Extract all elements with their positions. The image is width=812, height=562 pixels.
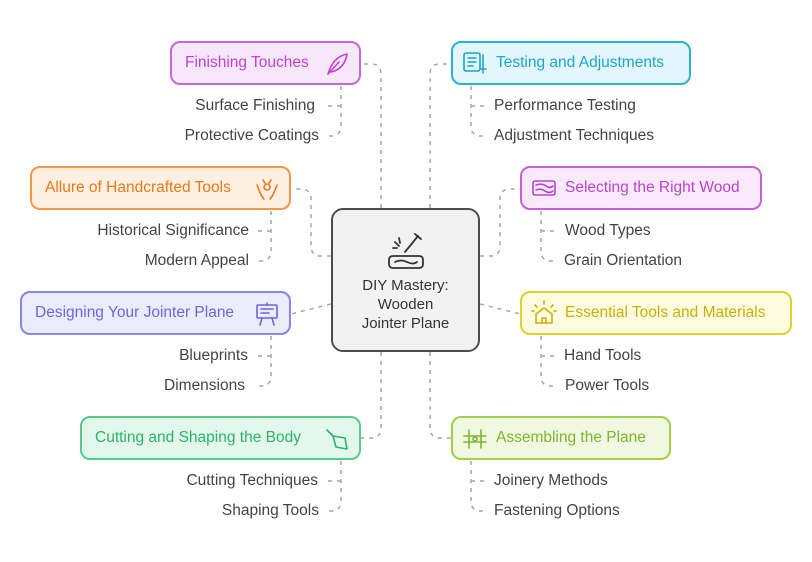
subtopic-cutting-techniques: Cutting Techniques [186, 472, 318, 489]
branch-allure [255, 211, 272, 262]
center-node: DIY Mastery: Wooden Jointer Plane [331, 208, 480, 352]
subtopic-modern-appeal: Modern Appeal [144, 252, 249, 269]
subtopic-grain-orientation: Grain Orientation [564, 252, 683, 269]
topic-finishing-touches[interactable]: Finishing Touches [170, 41, 361, 85]
branch-testing [470, 86, 487, 137]
topic-allure-handcrafted-tools[interactable]: Allure of Handcrafted Tools [30, 166, 291, 210]
subtopic-shaping-tools: Shaping Tools [221, 502, 319, 519]
subtopic-dimensions: Dimensions [164, 377, 245, 394]
connector-cutting [361, 352, 382, 439]
branch-designing [255, 336, 272, 387]
subtopic-historical-significance: Historical Significance [97, 222, 249, 239]
topic-selecting-right-wood[interactable]: Selecting the Right Wood [520, 166, 762, 210]
topic-assembling-plane[interactable]: Assembling the Plane [451, 416, 671, 460]
topic-essential-tools-materials[interactable]: Essential Tools and Materials [520, 291, 792, 335]
topic-designing-jointer-plane-label: Designing Your Jointer Plane [35, 304, 235, 321]
subtopic-surface-finishing: Surface Finishing [195, 97, 315, 114]
house-bright-icon [531, 300, 557, 324]
subtopic-performance-testing: Performance Testing [494, 97, 636, 114]
topic-allure-handcrafted-tools-label: Allure of Handcrafted Tools [45, 179, 231, 196]
topic-designing-jointer-plane[interactable]: Designing Your Jointer Plane [20, 291, 291, 335]
subtopic-power-tools: Power Tools [565, 377, 650, 394]
trowel-icon [326, 429, 348, 450]
wood-plank-icon [532, 180, 556, 196]
subtopic-protective-coatings: Protective Coatings [184, 127, 319, 144]
topic-cutting-shaping-body-label: Cutting and Shaping the Body [95, 429, 301, 446]
branch-tools [540, 336, 557, 387]
subtopic-blueprints: Blueprints [179, 347, 248, 364]
topic-testing-adjustments[interactable]: Testing and Adjustments [451, 41, 691, 85]
subtopic-adjustment-techniques: Adjustment Techniques [494, 127, 654, 144]
branch-assembling [470, 461, 487, 512]
branch-cutting [325, 461, 342, 512]
hands-craft-icon [256, 179, 278, 200]
feather-quill-icon [327, 53, 348, 75]
connector-testing [429, 63, 451, 208]
connector-tools [479, 303, 521, 315]
center-title: DIY Mastery: Wooden Jointer Plane [361, 277, 450, 332]
clamp-assembly-icon [463, 429, 487, 449]
connector-allure [291, 188, 331, 257]
tools-panel-icon [463, 52, 487, 74]
topic-assembling-plane-label: Assembling the Plane [496, 429, 646, 446]
subtopic-wood-types: Wood Types [565, 222, 651, 239]
subtopic-joinery-methods: Joinery Methods [494, 472, 608, 489]
connector-assembling [429, 352, 451, 439]
branch-finishing [325, 86, 342, 137]
connector-finishing [361, 63, 382, 208]
topic-selecting-right-wood-label: Selecting the Right Wood [565, 179, 740, 196]
hammer-and-wood-icon [388, 233, 424, 269]
connector-wood [480, 188, 520, 257]
branch-wood [540, 211, 557, 262]
topic-testing-adjustments-label: Testing and Adjustments [496, 54, 665, 71]
topic-finishing-touches-label: Finishing Touches [185, 54, 309, 71]
topic-cutting-shaping-body[interactable]: Cutting and Shaping the Body [80, 416, 361, 460]
subtopic-hand-tools: Hand Tools [564, 347, 642, 364]
subtopic-fastening-options: Fastening Options [494, 502, 620, 519]
connector-designing [290, 303, 332, 315]
blueprint-easel-icon [256, 302, 278, 326]
topic-essential-tools-materials-label: Essential Tools and Materials [565, 304, 766, 321]
